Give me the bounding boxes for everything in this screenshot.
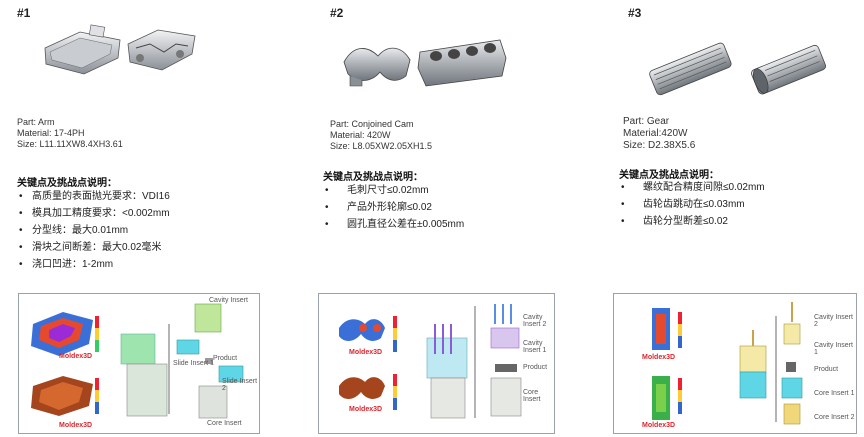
conjoined-cam-image	[343, 39, 507, 87]
key-point: 产品外形轮廓≤0.02	[323, 199, 464, 216]
mold-simulation-panel: Moldex3D Moldex3D Cavity Insert Product …	[18, 293, 260, 434]
gear-part-image	[649, 42, 826, 96]
key-point: 齿轮齿跳动在≤0.03mm	[619, 196, 765, 213]
key-point: 齿轮分型断差≤0.02	[619, 213, 765, 230]
moldex-logo: Moldex3D	[349, 406, 383, 413]
moldex-logo: Moldex3D	[59, 422, 93, 429]
part-number: #3	[628, 6, 642, 20]
sim-label: Product	[213, 355, 238, 362]
key-points-list: 螺纹配合精度间隙≤0.02mm 齿轮齿跳动在≤0.03mm 齿轮分型断差≤0.0…	[619, 179, 765, 230]
part-number: #1	[17, 6, 31, 20]
part-spec: Part: Gear Material:420W Size: D2.38X5.6	[623, 116, 695, 152]
sim-label: Core Insert 2	[814, 414, 855, 421]
key-point: 滑块之间断差：最大0.02毫米	[17, 239, 170, 256]
moldex-logo: Moldex3D	[349, 349, 383, 356]
sim-label: Cavity Insert 2	[523, 314, 547, 328]
sim-label: Cavity Insert 2	[814, 314, 853, 328]
key-points-heading: 关键点及挑战点说明：	[323, 172, 423, 183]
sim-label: Core Insert 1	[814, 390, 855, 397]
key-points-list: 高质量的表面抛光要求：VDI16 模具加工精度要求：<0.002mm 分型线：最…	[17, 188, 170, 273]
key-points-heading: 关键点及挑战点说明：	[619, 170, 719, 181]
part-material: Material: 17-4PH	[17, 128, 85, 138]
part-size: Size: D2.38X5.6	[623, 140, 696, 151]
mold-simulation-panel: Moldex3D Moldex3D Cavity Insert 2 Cavity…	[318, 293, 555, 434]
part-name: Part: Gear	[623, 116, 670, 127]
key-point: 圆孔直径公差在±0.005mm	[323, 216, 464, 233]
moldex-logo: Moldex3D	[642, 354, 676, 361]
sim-label: Cavity Insert	[209, 297, 248, 304]
part-size: Size: L8.05XW2.05XH1.5	[330, 141, 433, 151]
key-points-heading: 关键点及挑战点说明：	[17, 178, 117, 189]
sim-label: Core Insert	[523, 389, 541, 403]
sim-label: Slide Insert 1	[173, 360, 214, 367]
part-material: Material:420W	[623, 128, 688, 139]
moldex-logo: Moldex3D	[642, 422, 676, 429]
sim-label: Slide Insert 2	[222, 378, 258, 392]
key-point: 模具加工精度要求：<0.002mm	[17, 205, 170, 222]
sim-label: Cavity Insert 1	[814, 342, 853, 356]
key-point: 毛刺尺寸≤0.02mm	[323, 182, 464, 199]
key-point: 螺纹配合精度间隙≤0.02mm	[619, 179, 765, 196]
sim-label: Product	[523, 364, 548, 371]
sim-label: Core Insert	[207, 420, 242, 427]
key-point: 浇口凹进：1-2mm	[17, 256, 170, 273]
part-material: Material: 420W	[330, 130, 391, 140]
part-name: Part: Conjoined Cam	[330, 119, 414, 129]
sim-label: Cavity Insert 1	[523, 340, 547, 354]
part-spec: Part: Conjoined Cam Material: 420W Size:…	[330, 119, 432, 152]
part-number: #2	[330, 6, 344, 20]
moldex-logo: Moldex3D	[59, 353, 93, 360]
part-name: Part: Arm	[17, 117, 55, 127]
key-point: 高质量的表面抛光要求：VDI16	[17, 188, 170, 205]
key-point: 分型线：最大0.01mm	[17, 222, 170, 239]
part-spec: Part: Arm Material: 17-4PH Size: L11.11X…	[17, 117, 123, 150]
sim-label: Product	[814, 366, 839, 373]
arm-part-image	[44, 24, 196, 75]
key-points-list: 毛刺尺寸≤0.02mm 产品外形轮廓≤0.02 圆孔直径公差在±0.005mm	[323, 182, 464, 233]
mold-simulation-panel: Moldex3D Moldex3D Cavity Insert 2 Cavity…	[613, 293, 857, 434]
part-size: Size: L11.11XW8.4XH3.61	[17, 139, 123, 149]
